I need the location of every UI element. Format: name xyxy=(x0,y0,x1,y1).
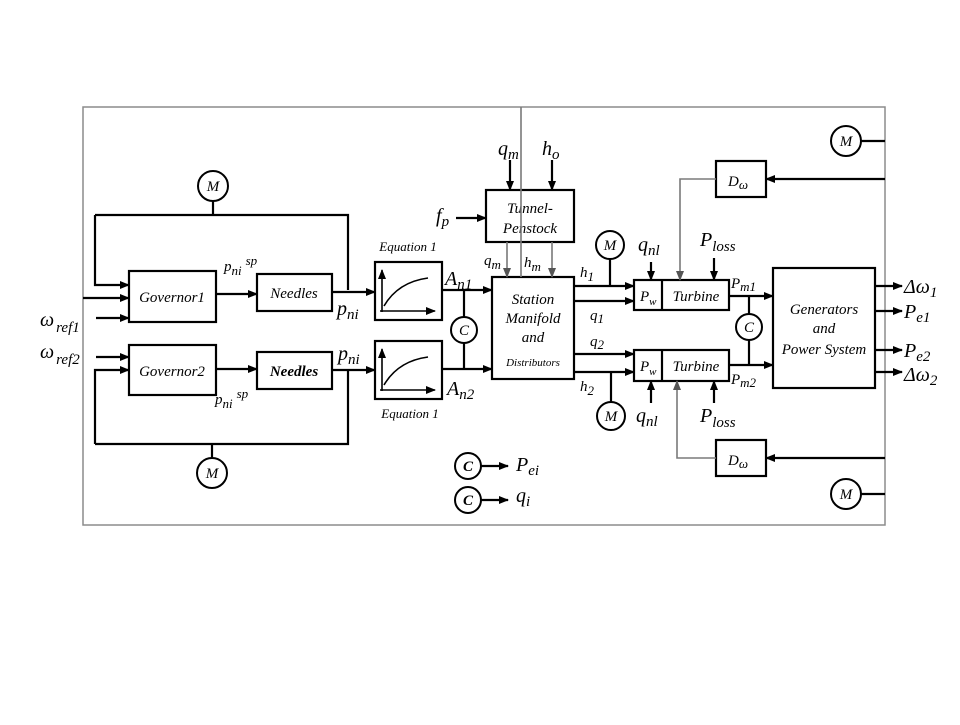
wire-feedback-top xyxy=(95,213,350,290)
qm-top-label: qm xyxy=(498,138,519,163)
qnl-top-label: qnl xyxy=(638,234,660,259)
svg-text:M: M xyxy=(604,409,619,425)
pm2-label: Pm2 xyxy=(730,372,757,390)
delta-omega1-label: Δω1 xyxy=(903,276,937,301)
d-omega-top-label: Dω xyxy=(727,174,748,192)
pni-sp-top-label: pnisp xyxy=(223,253,258,278)
needles2-block: Needles xyxy=(255,350,334,391)
svg-text:C: C xyxy=(463,459,474,475)
m-circle-h2: M xyxy=(596,401,626,431)
c-circle-left: C xyxy=(450,316,478,344)
equation1-top-block: Equation 1 xyxy=(373,239,444,322)
pe1-label: Pe1 xyxy=(903,301,930,326)
svg-text:M: M xyxy=(206,179,221,195)
generators-label: Generators xyxy=(790,302,858,318)
distributors-label: Distributors xyxy=(505,357,560,369)
power-system-label: Power System xyxy=(781,342,867,358)
manifold-label: Manifold xyxy=(505,311,561,327)
m-circle-top-right: M xyxy=(830,125,862,157)
turbine2-block: Pw Turbine xyxy=(632,348,731,383)
qnl-bottom-label: qnl xyxy=(636,405,658,430)
q1-label: q1 xyxy=(590,308,604,326)
ploss-top-label: Ploss xyxy=(699,229,736,255)
governor2-block: Governor2 xyxy=(127,343,218,397)
needles1-block: Needles xyxy=(255,272,334,313)
pw2-label: Pw xyxy=(639,359,657,378)
pei-label: Pei xyxy=(515,454,539,479)
pw1-label: Pw xyxy=(639,289,657,308)
wire-domega-bottom xyxy=(673,380,716,459)
c-circle-right: C xyxy=(735,313,763,341)
an1-label: An1 xyxy=(443,268,472,293)
governor2-label: Governor2 xyxy=(139,364,205,380)
m-circle-bottom-right: M xyxy=(830,478,862,510)
pni-top-label: pni xyxy=(335,298,359,323)
equation1-top-label: Equation 1 xyxy=(378,239,436,254)
governor1-label: Governor1 xyxy=(139,290,205,306)
d-omega-bottom-block: Dω xyxy=(714,438,768,478)
generators-block: Generators and Power System xyxy=(771,266,877,390)
an2-label: An2 xyxy=(445,378,475,403)
svg-text:M: M xyxy=(603,238,618,254)
svg-text:M: M xyxy=(839,134,854,150)
m-circle-h1: M xyxy=(595,230,625,260)
delta-omega2-label: Δω2 xyxy=(903,364,938,389)
generators-and-label: and xyxy=(813,321,836,337)
fp-label: fp xyxy=(436,205,450,230)
turbine1-block: Pw Turbine xyxy=(632,278,731,312)
turbine1-label: Turbine xyxy=(673,289,720,305)
wire-feedback-top-in xyxy=(93,215,130,289)
svg-text:C: C xyxy=(744,320,755,336)
pni-sp-bottom-label: pnisp xyxy=(214,386,249,411)
outer-frame xyxy=(82,106,886,526)
qi-label: qi xyxy=(516,485,530,510)
wire-feedback-bottom-in xyxy=(93,366,130,444)
c-circle-qi: C xyxy=(454,486,482,514)
svg-text:C: C xyxy=(463,493,474,509)
ploss-bottom-label: Ploss xyxy=(699,405,736,431)
d-omega-bottom-label: Dω xyxy=(727,453,748,471)
svg-text:M: M xyxy=(205,466,220,482)
turbine2-label: Turbine xyxy=(673,359,720,375)
m-circle-bottom-left: M xyxy=(196,457,228,489)
needles2-label: Needles xyxy=(269,364,318,380)
h1-label: h1 xyxy=(580,265,594,284)
svg-text:M: M xyxy=(839,487,854,503)
hm-label: hm xyxy=(524,255,541,274)
wire-domega-top xyxy=(676,178,716,281)
d-omega-top-block: Dω xyxy=(714,159,768,199)
equation1-bottom-block: Equation 1 xyxy=(373,339,444,421)
ho-label: ho xyxy=(542,138,560,163)
needles1-label: Needles xyxy=(269,286,318,302)
station-manifold-block: Station Manifold and Distributors xyxy=(490,275,576,381)
tunnel-label: Tunnel- xyxy=(507,201,553,217)
c-circle-pei: C xyxy=(454,452,482,480)
qm-mid-label: qm xyxy=(484,253,501,272)
h2-label: h2 xyxy=(580,379,595,398)
q2-label: q2 xyxy=(590,334,605,352)
tunnel-penstock-block: Tunnel- Penstock xyxy=(484,188,576,244)
penstock-label: Penstock xyxy=(502,221,557,237)
pni-bottom-label: pni xyxy=(336,343,360,368)
equation1-bottom-label: Equation 1 xyxy=(380,406,438,421)
pe2-label: Pe2 xyxy=(903,340,931,365)
station-label: Station xyxy=(512,292,555,308)
governor1-block: Governor1 xyxy=(127,269,218,324)
svg-text:C: C xyxy=(459,323,470,339)
m-circle-top-left: M xyxy=(197,170,229,202)
wire-feedback-bottom xyxy=(95,370,350,446)
pm1-label: Pm1 xyxy=(730,276,756,294)
and-label: and xyxy=(522,330,545,346)
